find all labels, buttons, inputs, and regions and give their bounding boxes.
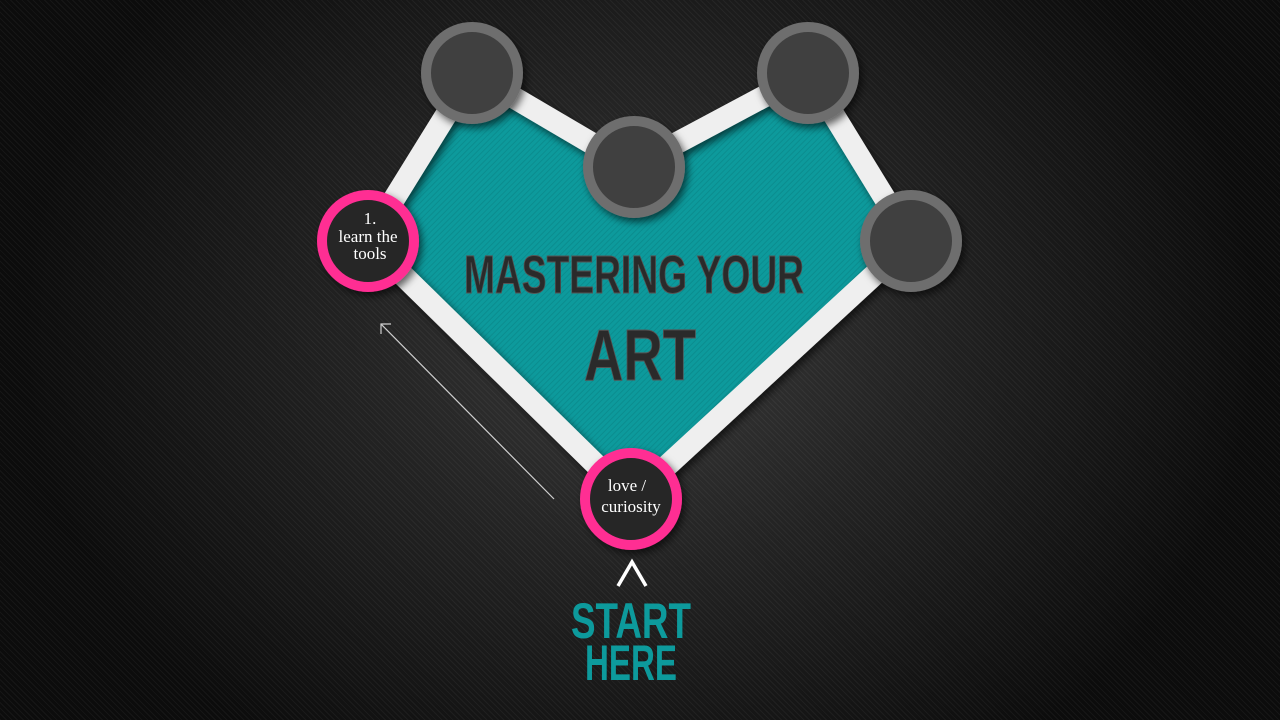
start-label-line-1: START (571, 593, 691, 649)
node-top-right[interactable] (757, 22, 859, 124)
guide-arrow-line (380, 323, 555, 500)
title-line-1: MASTERING YOUR (464, 245, 804, 305)
start-node-line-2: curiosity (601, 497, 661, 516)
node-step-1[interactable] (317, 190, 419, 292)
node-top-left[interactable] (421, 22, 523, 124)
step-1-line-2: learn the (339, 227, 398, 246)
node-start[interactable] (580, 448, 682, 550)
node-top-middle[interactable] (583, 116, 685, 218)
step-1-line-3: tools (353, 244, 386, 263)
node-right[interactable] (860, 190, 962, 292)
caret-up-icon (616, 558, 648, 587)
start-node-line-1: love / (608, 476, 647, 495)
title-line-2: ART (584, 316, 696, 396)
heart-fill (368, 73, 911, 499)
step-1-line-1: 1. (364, 209, 377, 228)
arrow-head-icon (380, 323, 391, 334)
start-label-line-2: HERE (585, 635, 677, 691)
